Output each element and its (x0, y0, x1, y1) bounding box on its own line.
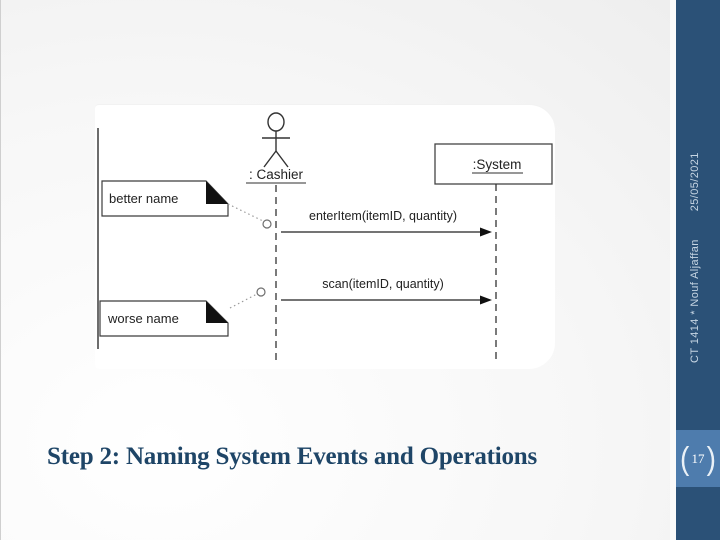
note-worse-name-fold-icon (206, 301, 228, 323)
sidebar-vertical-text: CT 1414 * Nouf Aljaffan 25/05/2021 (689, 152, 701, 363)
badge-close-paren: ) (706, 440, 716, 476)
sidebar-date-text: 25/05/2021 (689, 152, 701, 212)
sidebar: CT 1414 * Nouf Aljaffan 25/05/2021 ( 17 ) (670, 0, 720, 540)
note-better-name-connector (227, 203, 264, 222)
badge-open-paren: ( (680, 440, 690, 476)
sidebar-course-text: CT 1414 * Nouf Aljaffan (689, 239, 701, 363)
actor-stick-figure-icon (262, 112, 290, 168)
note-worse-name-label: worse name (107, 311, 179, 326)
note-better-name-shape (101, 180, 229, 217)
message-1-arrowhead (480, 227, 492, 237)
system-object-box (434, 143, 553, 185)
note-better-name-label: better name (109, 191, 178, 206)
slide-left-edge (0, 0, 1, 540)
message-2-anchor-circle (256, 287, 266, 297)
sequence-diagram-panel: : Cashier :System enterItem(itemID, quan… (95, 104, 555, 369)
page-number: 17 (691, 450, 705, 466)
slide-title: Step 2: Naming System Events and Operati… (47, 443, 538, 470)
note-worse-name-shape (99, 300, 229, 337)
note-better-name-fold-icon (206, 181, 228, 204)
actor-label: : Cashier (249, 167, 304, 182)
page-number-badge: ( 17 ) (676, 430, 720, 487)
message-1-label: enterItem(itemID, quantity) (309, 209, 457, 223)
system-label: :System (473, 157, 522, 172)
message-2-arrowhead (480, 295, 492, 305)
sequence-diagram: : Cashier :System enterItem(itemID, quan… (97, 112, 553, 363)
message-1-anchor-circle (262, 219, 272, 229)
note-worse-name-connector (229, 293, 258, 309)
message-2-label: scan(itemID, quantity) (322, 277, 444, 291)
